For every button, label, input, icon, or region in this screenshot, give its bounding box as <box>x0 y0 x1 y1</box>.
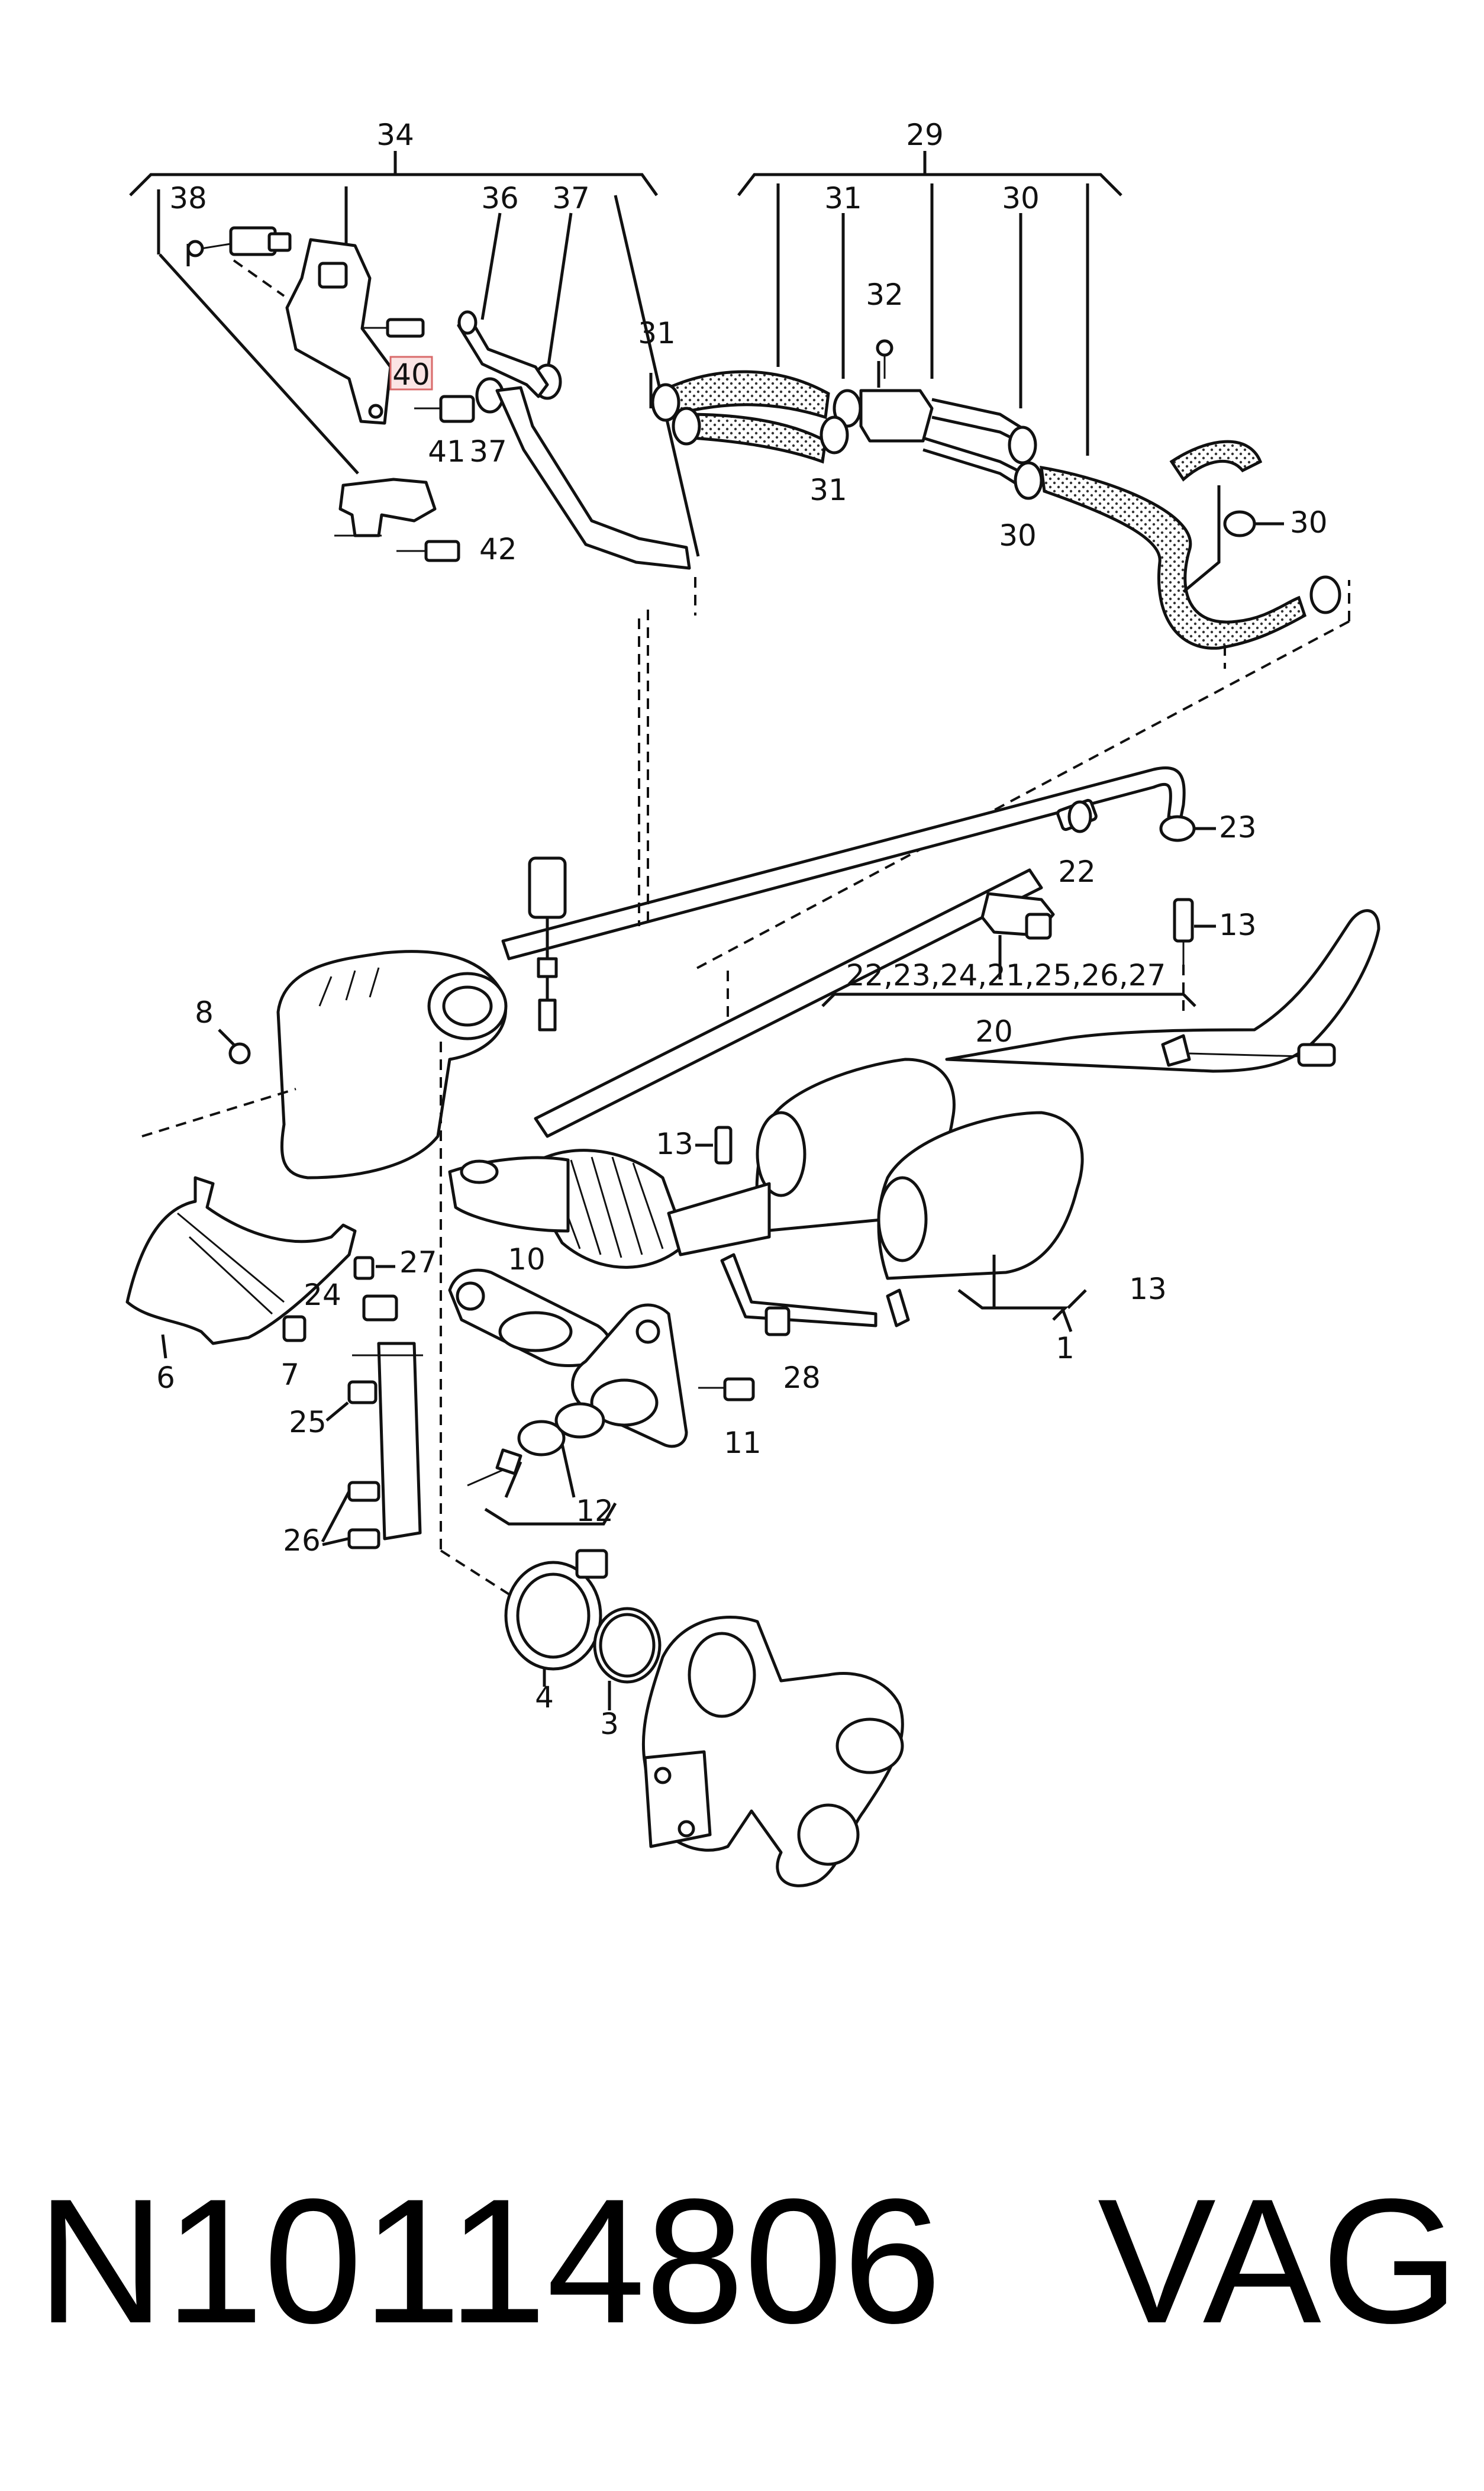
label-23: 23 <box>1219 810 1257 845</box>
label-7: 7 <box>280 1358 299 1392</box>
label-31-top: 31 <box>824 181 862 215</box>
brand-name: VAG <box>1098 2161 1460 2360</box>
label-36: 36 <box>481 181 519 215</box>
label-40: 40 <box>392 357 430 392</box>
callout-labels: 34 29 38 36 37 31 30 32 31 40 41 37 31 3… <box>156 118 1328 1741</box>
label-26: 26 <box>283 1523 321 1558</box>
label-1: 1 <box>1056 1331 1075 1365</box>
label-30-top: 30 <box>1002 181 1040 215</box>
group-34-bracket-assembly <box>129 151 700 570</box>
label-13-mid: 13 <box>656 1127 693 1161</box>
label-29: 29 <box>906 118 944 152</box>
label-28: 28 <box>783 1361 821 1395</box>
label-3: 3 <box>600 1707 619 1741</box>
label-8: 8 <box>195 995 214 1030</box>
label-27: 27 <box>399 1245 437 1280</box>
label-42: 42 <box>479 532 517 566</box>
label-38: 38 <box>169 181 207 215</box>
label-41: 41 <box>428 434 466 469</box>
label-20: 20 <box>975 1014 1013 1049</box>
label-11: 11 <box>724 1426 762 1460</box>
label-25: 25 <box>289 1405 327 1439</box>
label-13-right: 13 <box>1219 908 1257 942</box>
label-34: 34 <box>376 118 414 152</box>
label-30-bottom: 30 <box>999 518 1037 553</box>
label-4: 4 <box>535 1680 554 1715</box>
label-13-bottom: 13 <box>1129 1272 1167 1306</box>
label-37-bottom: 37 <box>469 434 507 469</box>
label-30-right: 30 <box>1290 505 1328 540</box>
label-32: 32 <box>866 278 904 312</box>
label-22: 22 <box>1058 855 1096 889</box>
catalytic-converter-assembly <box>276 909 1380 1332</box>
label-6: 6 <box>156 1361 175 1395</box>
lower-components <box>125 1042 904 1887</box>
pipes-and-sensors <box>501 610 1196 1138</box>
label-12: 12 <box>576 1494 614 1528</box>
label-40-highlight <box>389 356 433 391</box>
footer-caption: N10114806 VAG <box>0 2142 1484 2379</box>
exhaust-parts-diagram: 34 29 38 36 37 31 30 32 31 40 41 37 31 3… <box>125 118 1380 1887</box>
label-37-top: 37 <box>552 181 590 215</box>
group-29-hose-assembly <box>649 151 1350 972</box>
label-10: 10 <box>508 1242 546 1277</box>
label-31-left: 31 <box>638 316 676 350</box>
part-number: N10114806 <box>37 2161 942 2360</box>
label-24: 24 <box>304 1278 341 1312</box>
label-group-20: 22,23,24,21,25,26,27 <box>846 958 1166 992</box>
label-31-bottom: 31 <box>809 473 847 507</box>
